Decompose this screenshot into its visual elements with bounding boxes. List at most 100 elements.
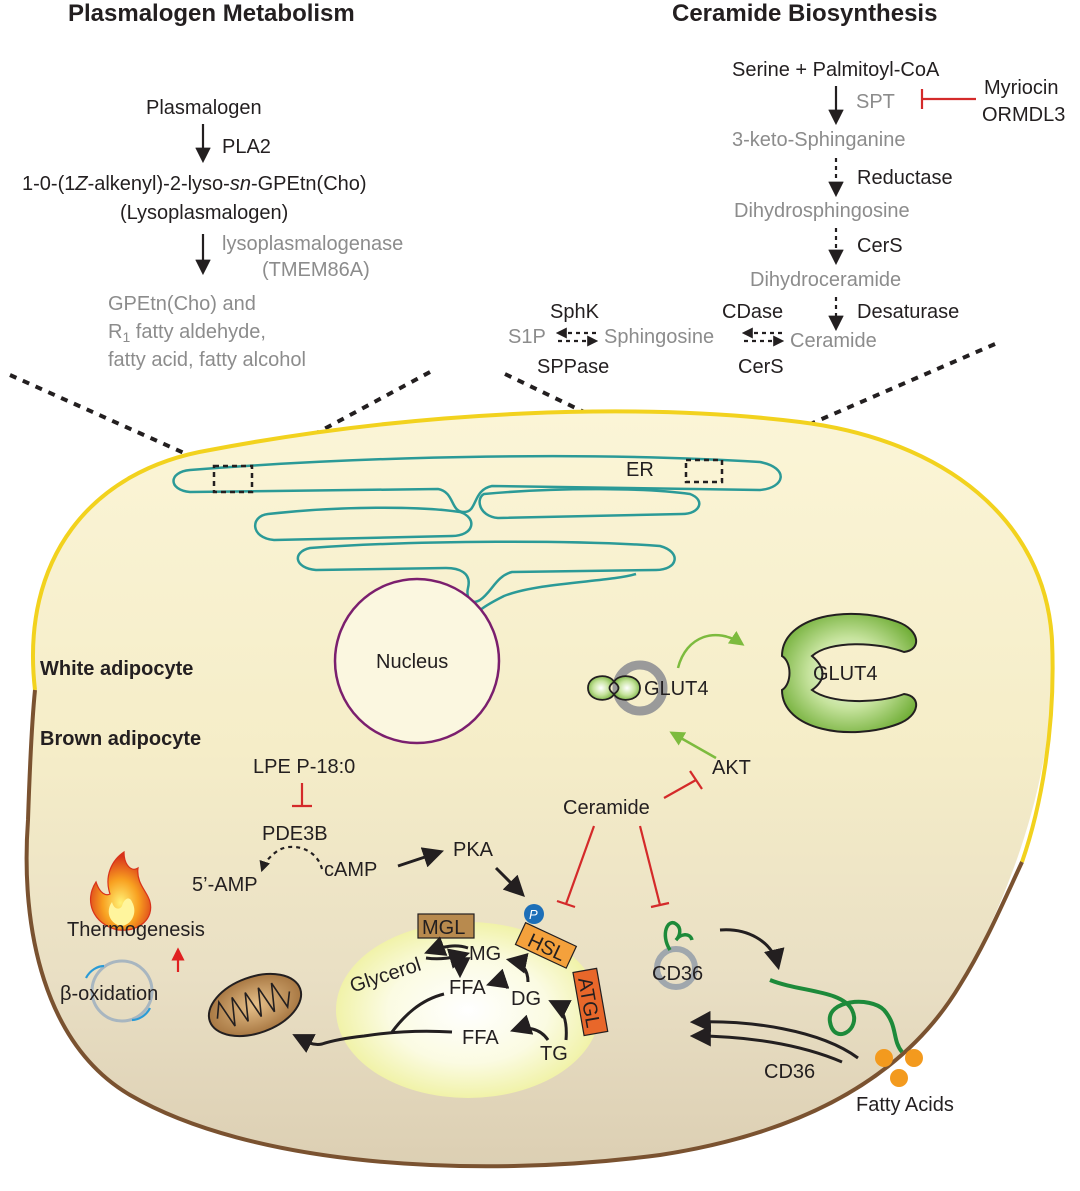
er-nucleus-connection <box>477 572 637 613</box>
er-middle-cistern-right <box>478 487 701 520</box>
product-line2: R1 fatty aldehyde, <box>108 321 266 345</box>
lysoplasmalogenase-label: lysoplasmalogenase <box>222 233 403 255</box>
akt-to-glut4-arrow <box>669 731 717 760</box>
ceramide-cd36-inhibition-bar <box>650 901 670 909</box>
cers-top-label: CerS <box>857 235 903 257</box>
mitochondrion <box>207 972 303 1038</box>
ormdl3-label: ORMDL3 <box>982 104 1065 126</box>
cd36-translocation-arrow <box>719 928 785 971</box>
dg-to-ffa-arrow <box>486 968 510 990</box>
tg-to-ffa-arrow <box>510 1014 550 1041</box>
lysoplasmalogen-name: 1-0-(1Z-alkenyl)-2-lyso-sn-GPEtn(Cho) <box>22 173 367 195</box>
sppase-label: SPPase <box>537 356 609 378</box>
ceramide-hsl-inhibition-line <box>564 825 596 905</box>
pla2-label: PLA2 <box>222 136 271 158</box>
lysoplasmalogen-label: (Lysoplasmalogen) <box>120 202 288 224</box>
amp-label: 5’-AMP <box>192 874 258 896</box>
ceramide-cd36-inhibition-line <box>638 825 662 906</box>
fatty-acid-dot-2 <box>905 1049 923 1067</box>
heading-ceramide: Ceramide Biosynthesis <box>672 0 937 27</box>
glut4-vesicle-label: GLUT4 <box>644 678 708 700</box>
spt-label: SPT <box>856 91 895 113</box>
dihydrosphingosine-label: Dihydrosphingosine <box>734 200 910 222</box>
tg-label: TG <box>540 1043 568 1065</box>
ceramide-cell-label: Ceramide <box>563 797 650 819</box>
brown-adipocyte-label: Brown adipocyte <box>40 728 201 750</box>
desaturase-label: Desaturase <box>857 301 959 323</box>
product-line3: fatty acid, fatty alcohol <box>108 349 306 371</box>
phospho-circle <box>524 904 544 924</box>
zoom-line-left-a <box>9 373 223 472</box>
plasmalogen-label: Plasmalogen <box>146 97 262 119</box>
heading-plasmalogen: Plasmalogen Metabolism <box>68 0 355 27</box>
cers-bottom-label: CerS <box>738 356 784 378</box>
white-adipocyte-membrane <box>31 409 1055 863</box>
product-line1: GPEtn(Cho) and <box>108 293 256 315</box>
pka-hsl-arrow <box>494 866 525 897</box>
sphingosine-label: Sphingosine <box>604 326 714 348</box>
ffa-upper-label: FFA <box>449 977 486 999</box>
dg-to-mg-arrow <box>505 953 530 983</box>
mg-to-glycerol-arrow <box>424 936 469 956</box>
ceramide-akt-inhibition-bar <box>689 770 703 790</box>
beta-oxidation-cycle <box>90 959 154 1023</box>
lipid-droplet <box>336 922 600 1098</box>
fatty-acid-dot-3 <box>890 1069 908 1087</box>
glut4-membrane-label: GLUT4 <box>813 663 877 685</box>
fatty-acids-label: Fatty Acids <box>856 1094 954 1116</box>
ffa-upper-to-mitochondria-line <box>390 992 445 1033</box>
reductase-label: Reductase <box>857 167 953 189</box>
thermogenesis-label: Thermogenesis <box>67 919 205 941</box>
beta-oxidation-label: β-oxidation <box>60 983 158 1005</box>
cd36-vesicle <box>654 946 698 990</box>
phospho-label: P <box>529 907 538 922</box>
cdase-label: CDase <box>722 301 783 323</box>
brown-adipocyte-membrane <box>24 689 1024 1169</box>
beta-ox-cycle-arrow-bottom <box>131 1007 151 1022</box>
keto-sphinganine-label: 3-keto-Sphinganine <box>732 129 905 151</box>
cd36-vesicle-transporter <box>663 921 694 951</box>
glut4-vesicle-transporter <box>587 675 641 701</box>
pde3b-label: PDE3B <box>262 823 328 845</box>
fatty-acid-uptake-arrow-1 <box>689 1010 859 1060</box>
er-zoom-box-right <box>684 458 724 484</box>
mg-label: MG <box>469 943 501 965</box>
ceramide-pathway-label: Ceramide <box>790 330 877 352</box>
mito-arrowhead-line <box>292 1034 316 1053</box>
ceramide-hsl-inhibition-bar <box>556 899 576 909</box>
s1p-label: S1P <box>508 326 546 348</box>
cd36-vesicle-label: CD36 <box>652 963 703 985</box>
nucleus-label: Nucleus <box>376 651 448 673</box>
dihydroceramide-label: Dihydroceramide <box>750 269 901 291</box>
glut4-translocation-arrow <box>676 631 745 669</box>
tg-to-dg-arrow <box>548 1000 572 1041</box>
er-label: ER <box>626 459 654 481</box>
er-top-cistern <box>172 454 782 514</box>
er-zoom-box-left <box>212 464 254 494</box>
flame-icon <box>89 850 152 931</box>
camp-pka-arrow <box>397 847 444 868</box>
er-middle-cistern-left <box>253 506 473 542</box>
camp-label: cAMP <box>324 859 377 881</box>
beta-ox-cycle-arrow-top <box>85 964 105 979</box>
dg-label: DG <box>511 988 541 1010</box>
lpe-label: LPE P-18:0 <box>253 756 355 778</box>
cd36-membrane-label: CD36 <box>764 1061 815 1083</box>
glycerol-return-arrow <box>425 948 471 969</box>
cd36-membrane-transporter <box>769 978 904 1054</box>
tmem86a-label: (TMEM86A) <box>262 259 370 281</box>
pde3b-conversion-arrow <box>259 845 324 873</box>
myriocin-label: Myriocin <box>984 77 1058 99</box>
ceramide-akt-inhibition-line <box>663 779 697 799</box>
glut4-vesicle <box>612 660 668 716</box>
fatty-acid-dot-1 <box>875 1049 893 1067</box>
hsl-box: HSL <box>514 921 578 969</box>
serine-palmitoyl-label: Serine + Palmitoyl-CoA <box>732 59 940 81</box>
sphk-label: SphK <box>550 301 600 323</box>
akt-label: AKT <box>712 757 751 779</box>
nucleus <box>333 577 501 745</box>
white-adipocyte-label: White adipocyte <box>40 658 193 680</box>
mgl-label: MGL <box>422 917 465 939</box>
er-lower-cistern <box>296 540 676 604</box>
